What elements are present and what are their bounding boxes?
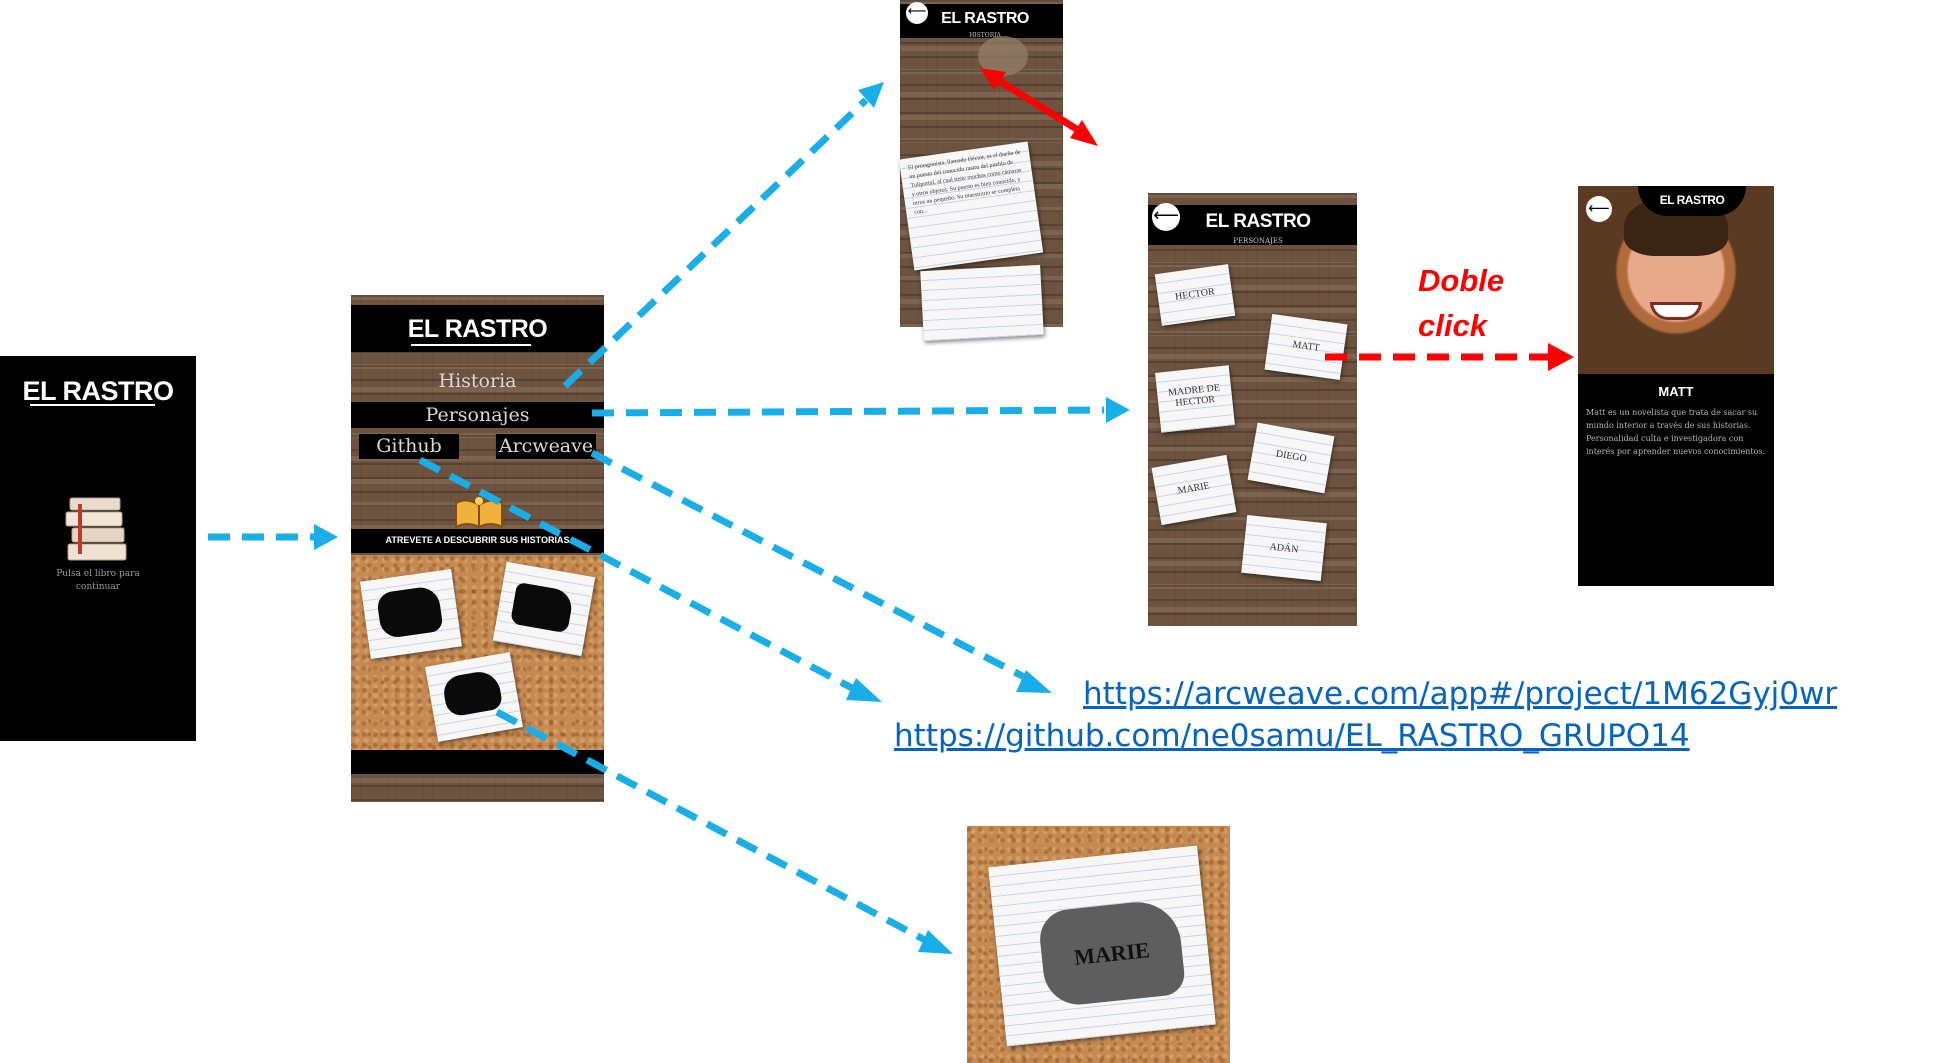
personajes-logo: EL RASTRO <box>1205 211 1311 232</box>
arrow-github <box>418 456 854 692</box>
matt-screen: EL RASTRO ⟵ MATT Matt es un novelista qu… <box>1578 186 1774 586</box>
menu-item-github[interactable]: Github <box>359 434 459 459</box>
personajes-screen: EL RASTRO PERSONAJES ⟵ HECTOR MATT MADRE… <box>1148 193 1357 626</box>
arrow-personajes <box>591 406 1105 417</box>
menu-banner-text: ATREVETE A DESCUBRIR SUS HISTORIAS <box>385 535 570 545</box>
arrowhead-doble-click <box>1548 343 1574 371</box>
menu-logo: EL RASTRO <box>407 315 548 343</box>
menu-footer-bar <box>351 750 604 774</box>
back-arrow-icon[interactable]: ⟵ <box>1586 196 1612 222</box>
splash-hint-line2: continuar <box>75 582 120 592</box>
doble-click-label: Doble click <box>1418 258 1538 348</box>
menu-header: EL RASTRO <box>351 305 604 352</box>
arrowhead-scroll-up <box>980 68 1006 90</box>
arrow-historia <box>562 97 869 389</box>
matt-description: Matt es un novelista que trata de sacar … <box>1586 408 1766 456</box>
personajes-header: EL RASTRO <box>1148 205 1357 245</box>
arrowhead-github <box>846 678 882 702</box>
splash-logo-underline <box>30 404 155 406</box>
arrowhead-marie <box>918 930 953 954</box>
book-stack-icon[interactable] <box>64 496 130 564</box>
splash-hint-line1: Pulsa el libro para <box>56 569 140 579</box>
arrow-marie <box>495 708 927 944</box>
arrowhead-arcweave <box>1016 670 1052 693</box>
corkboard <box>351 555 604 750</box>
historia-subtitle: HISTORIA <box>969 32 1001 39</box>
menu-screen: EL RASTRO Historia Personajes Github Arc… <box>351 295 604 802</box>
arrow-historia-scroll <box>996 77 1080 133</box>
open-book-icon <box>454 495 504 529</box>
menu-banner: ATREVETE A DESCUBRIR SUS HISTORIAS <box>351 529 604 553</box>
matt-header-tab: EL RASTRO <box>1638 186 1746 216</box>
arrowhead-historia <box>858 82 884 108</box>
historia-screen: EL RASTRO HISTORIA ⟵ El protagonista, ll… <box>898 0 1063 342</box>
arrowhead-scroll-down <box>1070 120 1098 146</box>
matt-name: MATT <box>1658 384 1694 399</box>
splash-logo: EL RASTRO <box>22 376 174 406</box>
personajes-subtitle: PERSONAJES <box>1233 237 1283 245</box>
menu-item-historia[interactable]: Historia <box>438 370 517 392</box>
menu-logo-underline <box>411 344 531 346</box>
matt-photo <box>1578 186 1774 374</box>
historia-logo: EL RASTRO <box>941 10 1029 27</box>
arrow-arcweave <box>590 449 1032 684</box>
arrowhead-splash-to-menu <box>314 524 338 550</box>
back-arrow-icon[interactable]: ⟵ <box>1152 203 1180 231</box>
doble-click-line1: Doble <box>1418 263 1505 298</box>
marie-detail-screen: MARIE <box>967 826 1230 1063</box>
splash-screen: EL RASTRO Pulsa el libro para continuar <box>0 356 196 741</box>
github-link[interactable]: https://github.com/ne0samu/EL_RASTRO_GRU… <box>894 718 1690 754</box>
back-arrow-icon[interactable]: ⟵ <box>906 2 928 24</box>
doble-click-line2: click <box>1418 308 1487 343</box>
matt-logo: EL RASTRO <box>1659 193 1725 207</box>
menu-item-arcweave[interactable]: Arcweave <box>496 434 596 459</box>
arrowhead-personajes <box>1106 397 1130 423</box>
arcweave-link[interactable]: https://arcweave.com/app#/project/1M62Gy… <box>1083 676 1838 712</box>
menu-item-personajes[interactable]: Personajes <box>351 402 604 428</box>
